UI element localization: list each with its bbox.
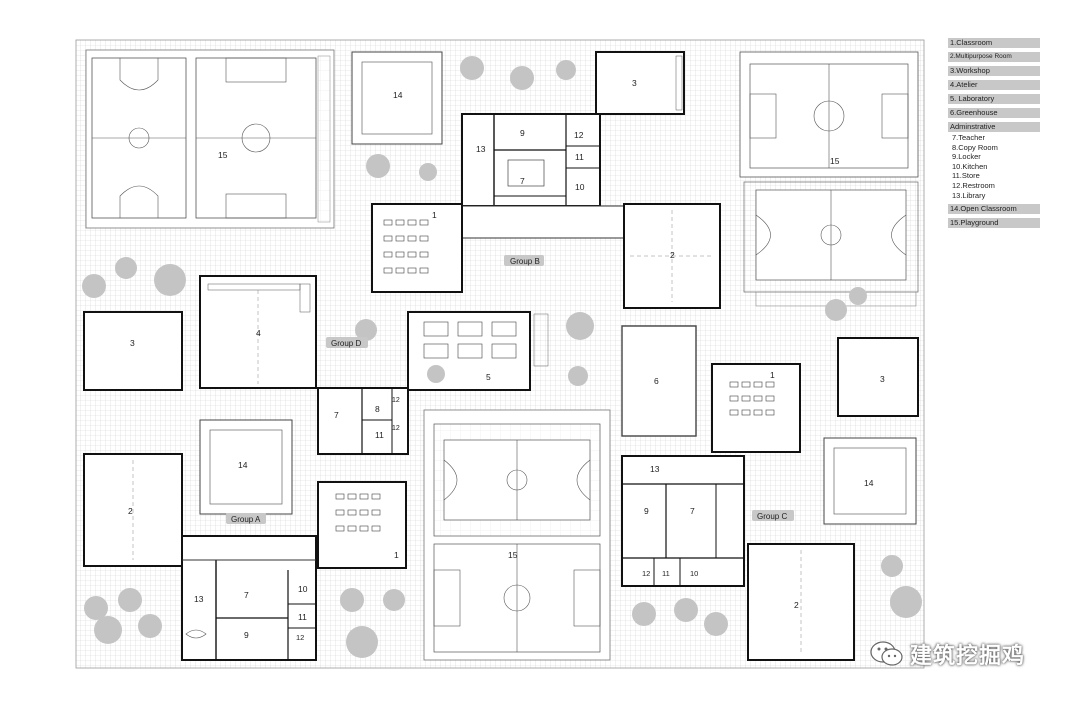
room-7-group-a-label: 7 <box>244 590 249 600</box>
group-b-building <box>371 51 721 309</box>
group-d-building <box>83 275 549 455</box>
trees <box>82 56 922 658</box>
room-1-group-b-label: 1 <box>432 210 437 220</box>
room-3-right-label: 3 <box>880 374 885 384</box>
room-12-group-a-label: 12 <box>296 633 304 642</box>
legend: 1.Classroom 2.Multipurpose Room 3.Worksh… <box>948 38 1040 232</box>
playground-center <box>423 409 611 661</box>
open-classroom-top <box>351 51 443 145</box>
room-6-label: 6 <box>654 376 659 386</box>
legend-admin-item: 11.Store <box>952 171 980 181</box>
legend-admin: Adminstrative 7.Teacher 8.Copy Room 9.Lo… <box>948 122 1040 200</box>
room-3-top-label: 3 <box>632 78 637 88</box>
room-7-group-d-label: 7 <box>334 410 339 420</box>
room-15-center-label: 15 <box>508 550 518 560</box>
room-7-group-c-label: 7 <box>690 506 695 516</box>
room-14-left-label: 14 <box>238 460 248 470</box>
room-10-group-b-label: 10 <box>575 182 585 192</box>
open-classroom-left <box>199 419 293 515</box>
room-9-group-b-label: 9 <box>520 128 525 138</box>
room-1-group-c-label: 1 <box>770 370 775 380</box>
legend-playground: 15.Playground <box>948 218 1040 229</box>
room-9-group-a-label: 9 <box>244 630 249 640</box>
room-9-group-c-label: 9 <box>644 506 649 516</box>
room-12-group-d-label: 12 <box>392 397 400 404</box>
legend-admin-item: 12.Restroom <box>952 180 995 190</box>
room-8-label: 8 <box>375 404 380 414</box>
legend-admin-item: 13.Library <box>952 190 986 200</box>
room-11-group-d-label: 11 <box>375 430 384 440</box>
group-a-tag: Group A <box>231 515 261 524</box>
group-d-tag: Group D <box>331 339 361 348</box>
room-5-label: 5 <box>486 372 491 382</box>
room-10-group-c-label: 10 <box>690 569 698 578</box>
watermark: 建筑挖掘鸡 <box>870 638 1025 670</box>
room-11-group-a-label: 11 <box>298 612 307 622</box>
group-b-tag: Group B <box>510 257 540 266</box>
greenhouse <box>621 325 697 437</box>
room-7-group-b-label: 7 <box>520 176 525 186</box>
room-15-top-left-label: 15 <box>218 150 228 160</box>
legend-atelier: 4.Atelier <box>948 80 1040 90</box>
room-13-group-b-label: 13 <box>476 144 486 154</box>
room-10-group-a-label: 10 <box>298 584 308 594</box>
room-1-group-a-label: 1 <box>394 550 399 560</box>
room-3-left-label: 3 <box>130 338 135 348</box>
room-2-group-a-label: 2 <box>128 506 133 516</box>
legend-greenhouse: 6.Greenhouse <box>948 108 1040 118</box>
group-c-building <box>621 337 919 661</box>
legend-multipurpose: 2.Multipurpose Room <box>948 52 1040 62</box>
wechat-icon <box>870 641 903 666</box>
room-11-group-b-label: 11 <box>575 152 584 162</box>
room-13-group-c-label: 13 <box>650 464 660 474</box>
legend-admin-title: Adminstrative <box>948 122 1040 132</box>
room-15-top-right-label: 15 <box>830 156 840 166</box>
room-11-group-c-label: 11 <box>662 569 670 578</box>
legend-laboratory: 5. Laboratory <box>948 94 1040 104</box>
legend-admin-item: 7.Teacher <box>952 133 985 142</box>
legend-workshop: 3.Workshop <box>948 66 1040 76</box>
group-tags: Group B Group D Group A Group C <box>226 255 794 524</box>
legend-classroom: 1.Classroom <box>948 38 1040 48</box>
room-13-group-a-label: 13 <box>194 594 204 604</box>
room-2-group-b-label: 2 <box>670 250 675 260</box>
watermark-text: 建筑挖掘鸡 <box>910 643 1026 668</box>
legend-admin-item: 8.Copy Room <box>952 142 998 152</box>
legend-admin-item: 9.Locker <box>952 152 981 162</box>
room-2-group-c-label: 2 <box>794 600 799 610</box>
legend-open-classroom: 14.Open Classroom <box>948 204 1040 215</box>
group-c-tag: Group C <box>757 512 787 521</box>
room-12-group-d-2-label: 12 <box>392 425 400 432</box>
legend-admin-item: 10.Kitchen <box>952 161 988 171</box>
room-14-right-label: 14 <box>864 478 874 488</box>
room-12-group-c-label: 12 <box>642 569 650 578</box>
room-4-label: 4 <box>256 328 261 338</box>
group-a-building <box>83 453 407 661</box>
room-14-top-label: 14 <box>393 90 403 100</box>
playground-top-left <box>85 49 335 229</box>
room-12-group-b-label: 12 <box>574 130 584 140</box>
